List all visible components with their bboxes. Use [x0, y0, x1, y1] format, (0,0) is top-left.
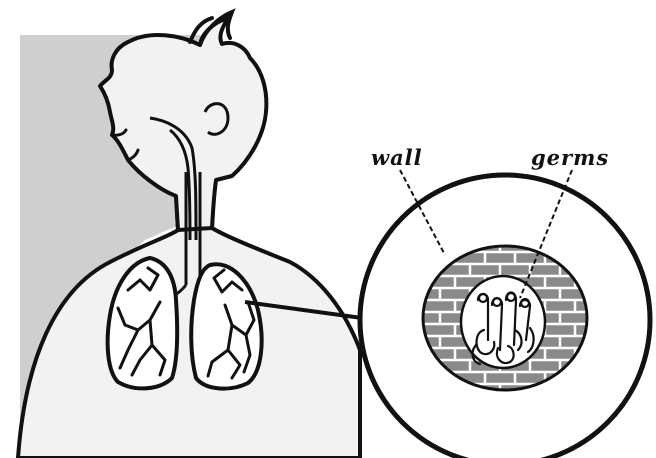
airway-lumen: [461, 276, 545, 368]
wall-label: wall: [371, 145, 423, 170]
magnified-airway: [360, 175, 650, 458]
germs-label: germs: [531, 145, 609, 170]
